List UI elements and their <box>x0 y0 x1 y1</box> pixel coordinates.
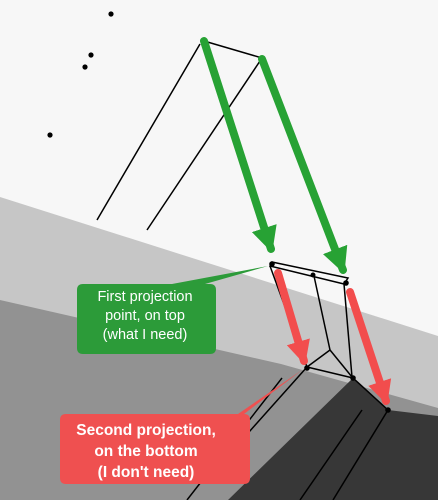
projection-line <box>96 43 201 221</box>
projection-vertices <box>269 261 391 413</box>
red-arrows <box>274 269 392 405</box>
strip-edge <box>329 349 353 378</box>
point <box>88 52 94 58</box>
point <box>82 64 88 70</box>
vertex-point <box>310 272 316 278</box>
strip-edge <box>313 275 331 351</box>
vertex-point <box>304 365 310 371</box>
bottom-line <box>306 366 354 379</box>
scattered-points <box>47 11 114 138</box>
projection-line <box>146 57 263 231</box>
bottom-line <box>299 409 363 500</box>
green-arrows <box>200 37 348 274</box>
point <box>108 11 114 17</box>
projection-lines <box>96 40 263 231</box>
point <box>47 132 53 138</box>
bottom-line <box>332 409 389 500</box>
green-arrow-right <box>258 55 348 274</box>
green-arrow-left <box>200 37 277 253</box>
vertex-point <box>350 375 356 381</box>
vertex-point <box>343 280 349 286</box>
callout-second-projection <box>60 370 302 484</box>
red-arrow-left <box>274 269 310 365</box>
vertex-point <box>385 407 391 413</box>
red-arrow-right <box>346 288 392 405</box>
vertex-point <box>269 261 275 267</box>
strip-edge <box>343 283 353 378</box>
callout-first-projection <box>77 266 268 354</box>
projection-line <box>203 40 263 59</box>
strip-edge <box>306 349 331 368</box>
